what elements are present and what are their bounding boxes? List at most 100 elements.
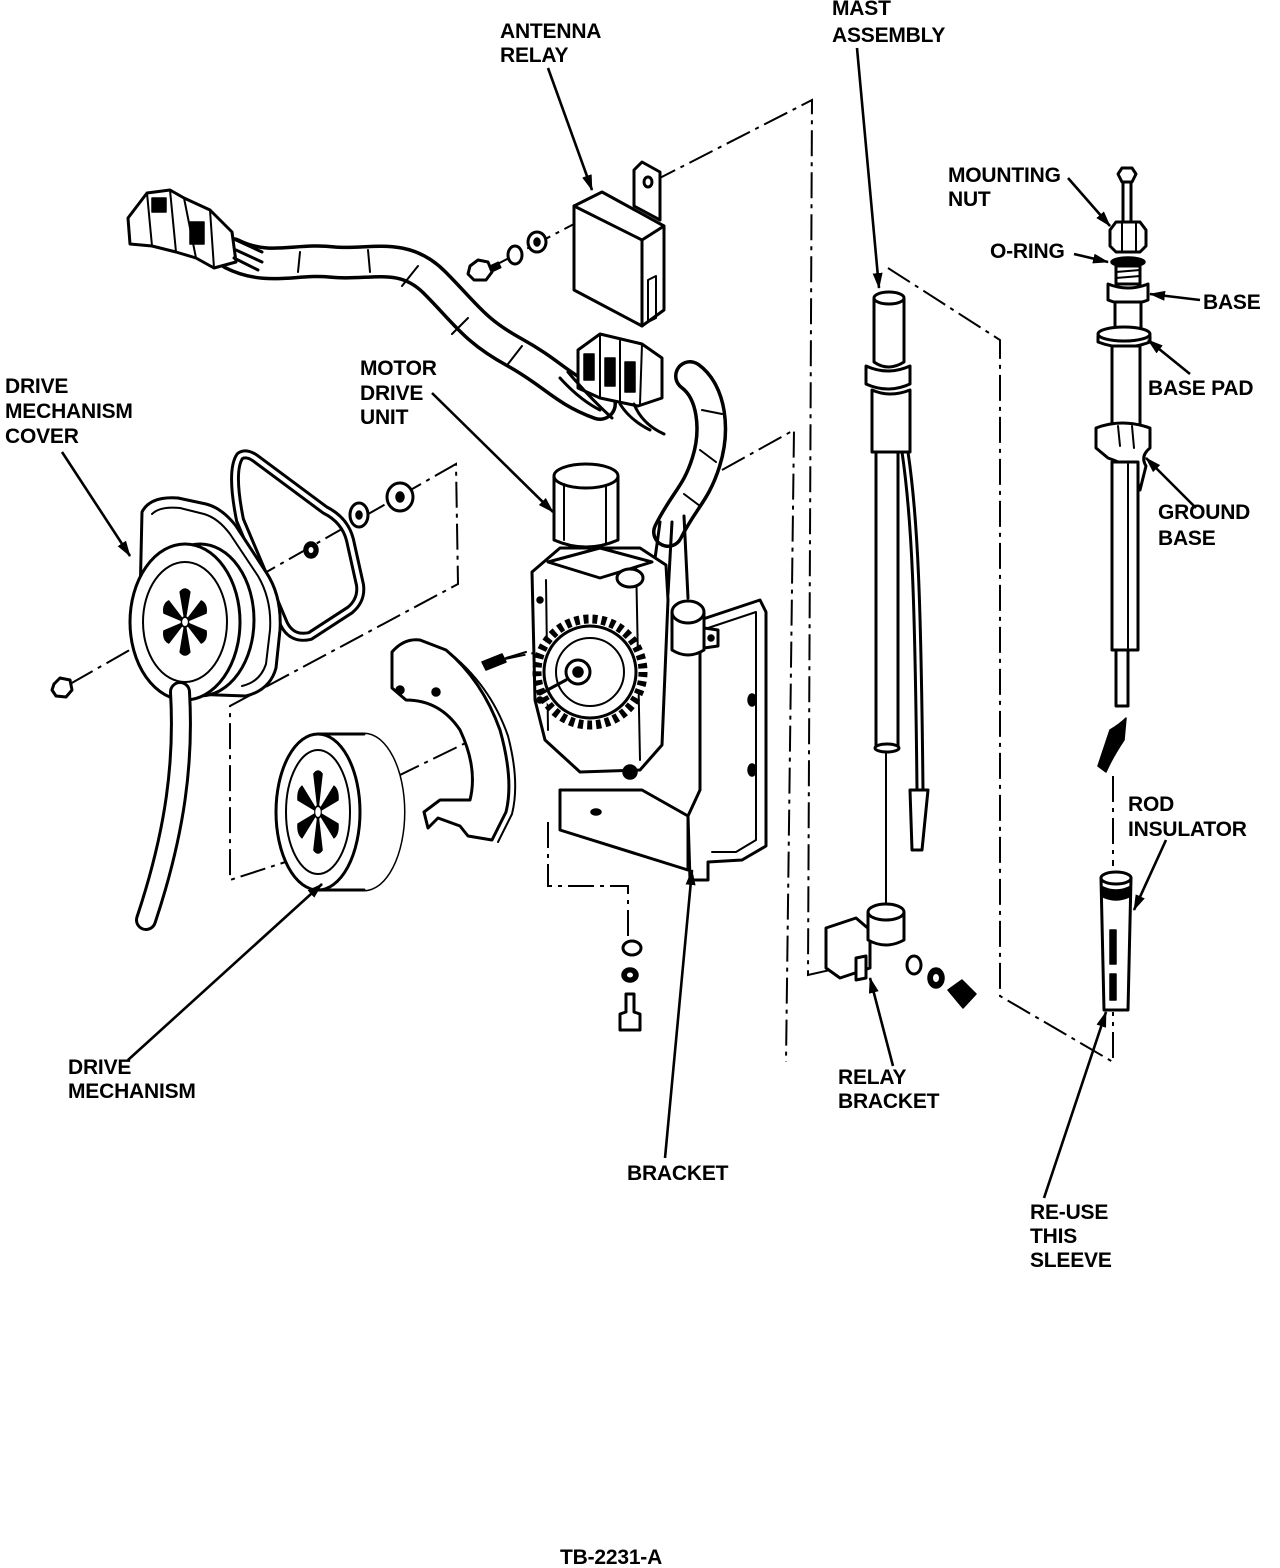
drive-wheel-rim — [285, 749, 351, 875]
wiring-harness — [215, 237, 728, 600]
connector-latch — [151, 197, 167, 213]
bracket-bottom-plate — [558, 788, 690, 872]
harness-wrap-marks — [297, 249, 723, 507]
leader-mast-assembly — [855, 47, 883, 289]
rod-thread — [1114, 264, 1142, 286]
plate-screw — [481, 651, 527, 671]
harness-cable-fill — [218, 240, 614, 418]
mast-upper-body — [872, 298, 906, 369]
relay-centerline — [651, 98, 831, 977]
connector-wires — [232, 238, 264, 272]
label-o-ring: O-RING — [990, 240, 1065, 263]
motor-can-highlight — [563, 483, 607, 545]
motor-clamp-top — [670, 599, 706, 625]
mounting-plate-hole-1 — [395, 685, 405, 695]
motor-gear-shaft — [572, 666, 584, 678]
mast-assembly — [864, 290, 930, 906]
relay-tab-hole — [642, 175, 654, 189]
cover-washer-2-hole — [395, 491, 405, 503]
rod-top-shaft — [1121, 180, 1133, 224]
leader-base-pad — [1147, 338, 1191, 376]
label-base-pad: BASE PAD — [1148, 377, 1253, 400]
bracket-side-lip — [707, 611, 757, 853]
figure-id: TB-2231-A — [560, 1546, 662, 1568]
relay-screw-shank — [488, 261, 502, 273]
motor-connector-wires — [558, 370, 666, 436]
label-rod-insulator-line1: ROD — [1128, 793, 1174, 816]
motor-drive-unit-part — [530, 462, 720, 780]
bottom-lock-washer-hole — [627, 972, 633, 978]
motor-gear-inner — [555, 637, 625, 707]
mounting-plate-hole-2 — [431, 687, 441, 697]
motor-can — [552, 476, 620, 549]
bottom-screw — [618, 992, 642, 1032]
relay-tab — [632, 160, 662, 222]
cover-fasteners — [50, 481, 415, 699]
motor-top-boss — [615, 567, 645, 589]
rod-insulator-ring — [1100, 885, 1132, 901]
motor-output-shaft — [538, 678, 568, 696]
mounting-nut-part — [1108, 220, 1148, 254]
label-reuse-sleeve-line3: SLEEVE — [1030, 1249, 1112, 1272]
relay-screws — [466, 230, 548, 282]
relay-lock-washer — [506, 244, 524, 266]
ground-base-slot — [1117, 425, 1135, 449]
bottom-fasteners — [618, 939, 643, 1032]
mast-housing — [870, 388, 912, 454]
plate-screw-thread — [505, 651, 527, 659]
label-reuse-sleeve-line2: THIS — [1030, 1225, 1077, 1248]
leader-reuse-sleeve — [1042, 1011, 1108, 1199]
drive-mechanism-cover-part — [128, 449, 366, 931]
mast-tube — [874, 450, 900, 750]
leader-rod-insulator — [1132, 839, 1168, 911]
mast-lead-wire — [900, 450, 925, 792]
leader-mounting-nut — [1067, 177, 1111, 227]
drive-wheel-centerline — [319, 733, 485, 815]
rod-tip — [1116, 166, 1138, 184]
callout-labels: ANTENNA RELAY MAST ASSEMBLY MOUNTING NUT… — [5, 0, 1261, 1568]
motor-can-top — [552, 462, 620, 490]
leader-drive-mechanism — [127, 883, 323, 1061]
cover-flange-lip — [151, 506, 272, 687]
mast-collar — [864, 364, 912, 391]
rod-curved-segment — [1097, 717, 1127, 773]
mounting-plate — [390, 638, 517, 843]
label-mast-assembly-line1: MAST — [832, 0, 891, 20]
label-reuse-sleeve-line1: RE-USE — [1030, 1201, 1108, 1224]
rod-neck — [1113, 300, 1143, 332]
relay-bracket-washer-2-hole — [933, 974, 939, 982]
label-antenna-relay-line2: RELAY — [500, 44, 568, 67]
label-drive-mechanism-line1: DRIVE — [68, 1056, 131, 1079]
harness-connector — [126, 188, 264, 272]
bracket-hole-1 — [747, 693, 757, 707]
cover-hub-icon — [163, 588, 207, 656]
bottom-screw-centerline — [547, 822, 629, 938]
leader-bracket — [663, 869, 696, 1159]
label-relay-bracket-line2: BRACKET — [838, 1090, 940, 1113]
base-pad-top — [1096, 325, 1152, 343]
rod-upper-tube — [1110, 344, 1142, 428]
relay-screw — [466, 258, 494, 282]
leader-ground-base — [1145, 457, 1197, 509]
motor-connector-ribs — [599, 333, 643, 405]
motor-housing-rivet-1 — [536, 596, 544, 604]
motor-connector-pin-2 — [604, 357, 616, 387]
antenna-relay — [572, 160, 666, 328]
label-drive-mechanism-cover-line1: DRIVE — [5, 375, 68, 398]
relay-clip — [647, 275, 657, 323]
plate-screw-body — [481, 653, 507, 671]
cover-small-nut-hole — [308, 547, 314, 553]
drive-wheel-hub-icon — [297, 770, 339, 854]
label-mounting-nut-line2: NUT — [948, 188, 991, 211]
label-ground-base-line2: BASE — [1158, 527, 1216, 550]
rod-insulator-slot-2 — [1109, 973, 1117, 1001]
cover-nut — [50, 676, 74, 699]
rod-insulator-top — [1099, 870, 1133, 886]
antenna-rod — [1094, 166, 1152, 773]
leader-relay-bracket — [868, 977, 895, 1067]
motor-connector-pin-3 — [624, 361, 636, 393]
relay-bracket-bolt — [947, 979, 977, 1009]
label-base: BASE — [1203, 291, 1261, 314]
label-drive-mechanism-line2: MECHANISM — [68, 1080, 196, 1103]
